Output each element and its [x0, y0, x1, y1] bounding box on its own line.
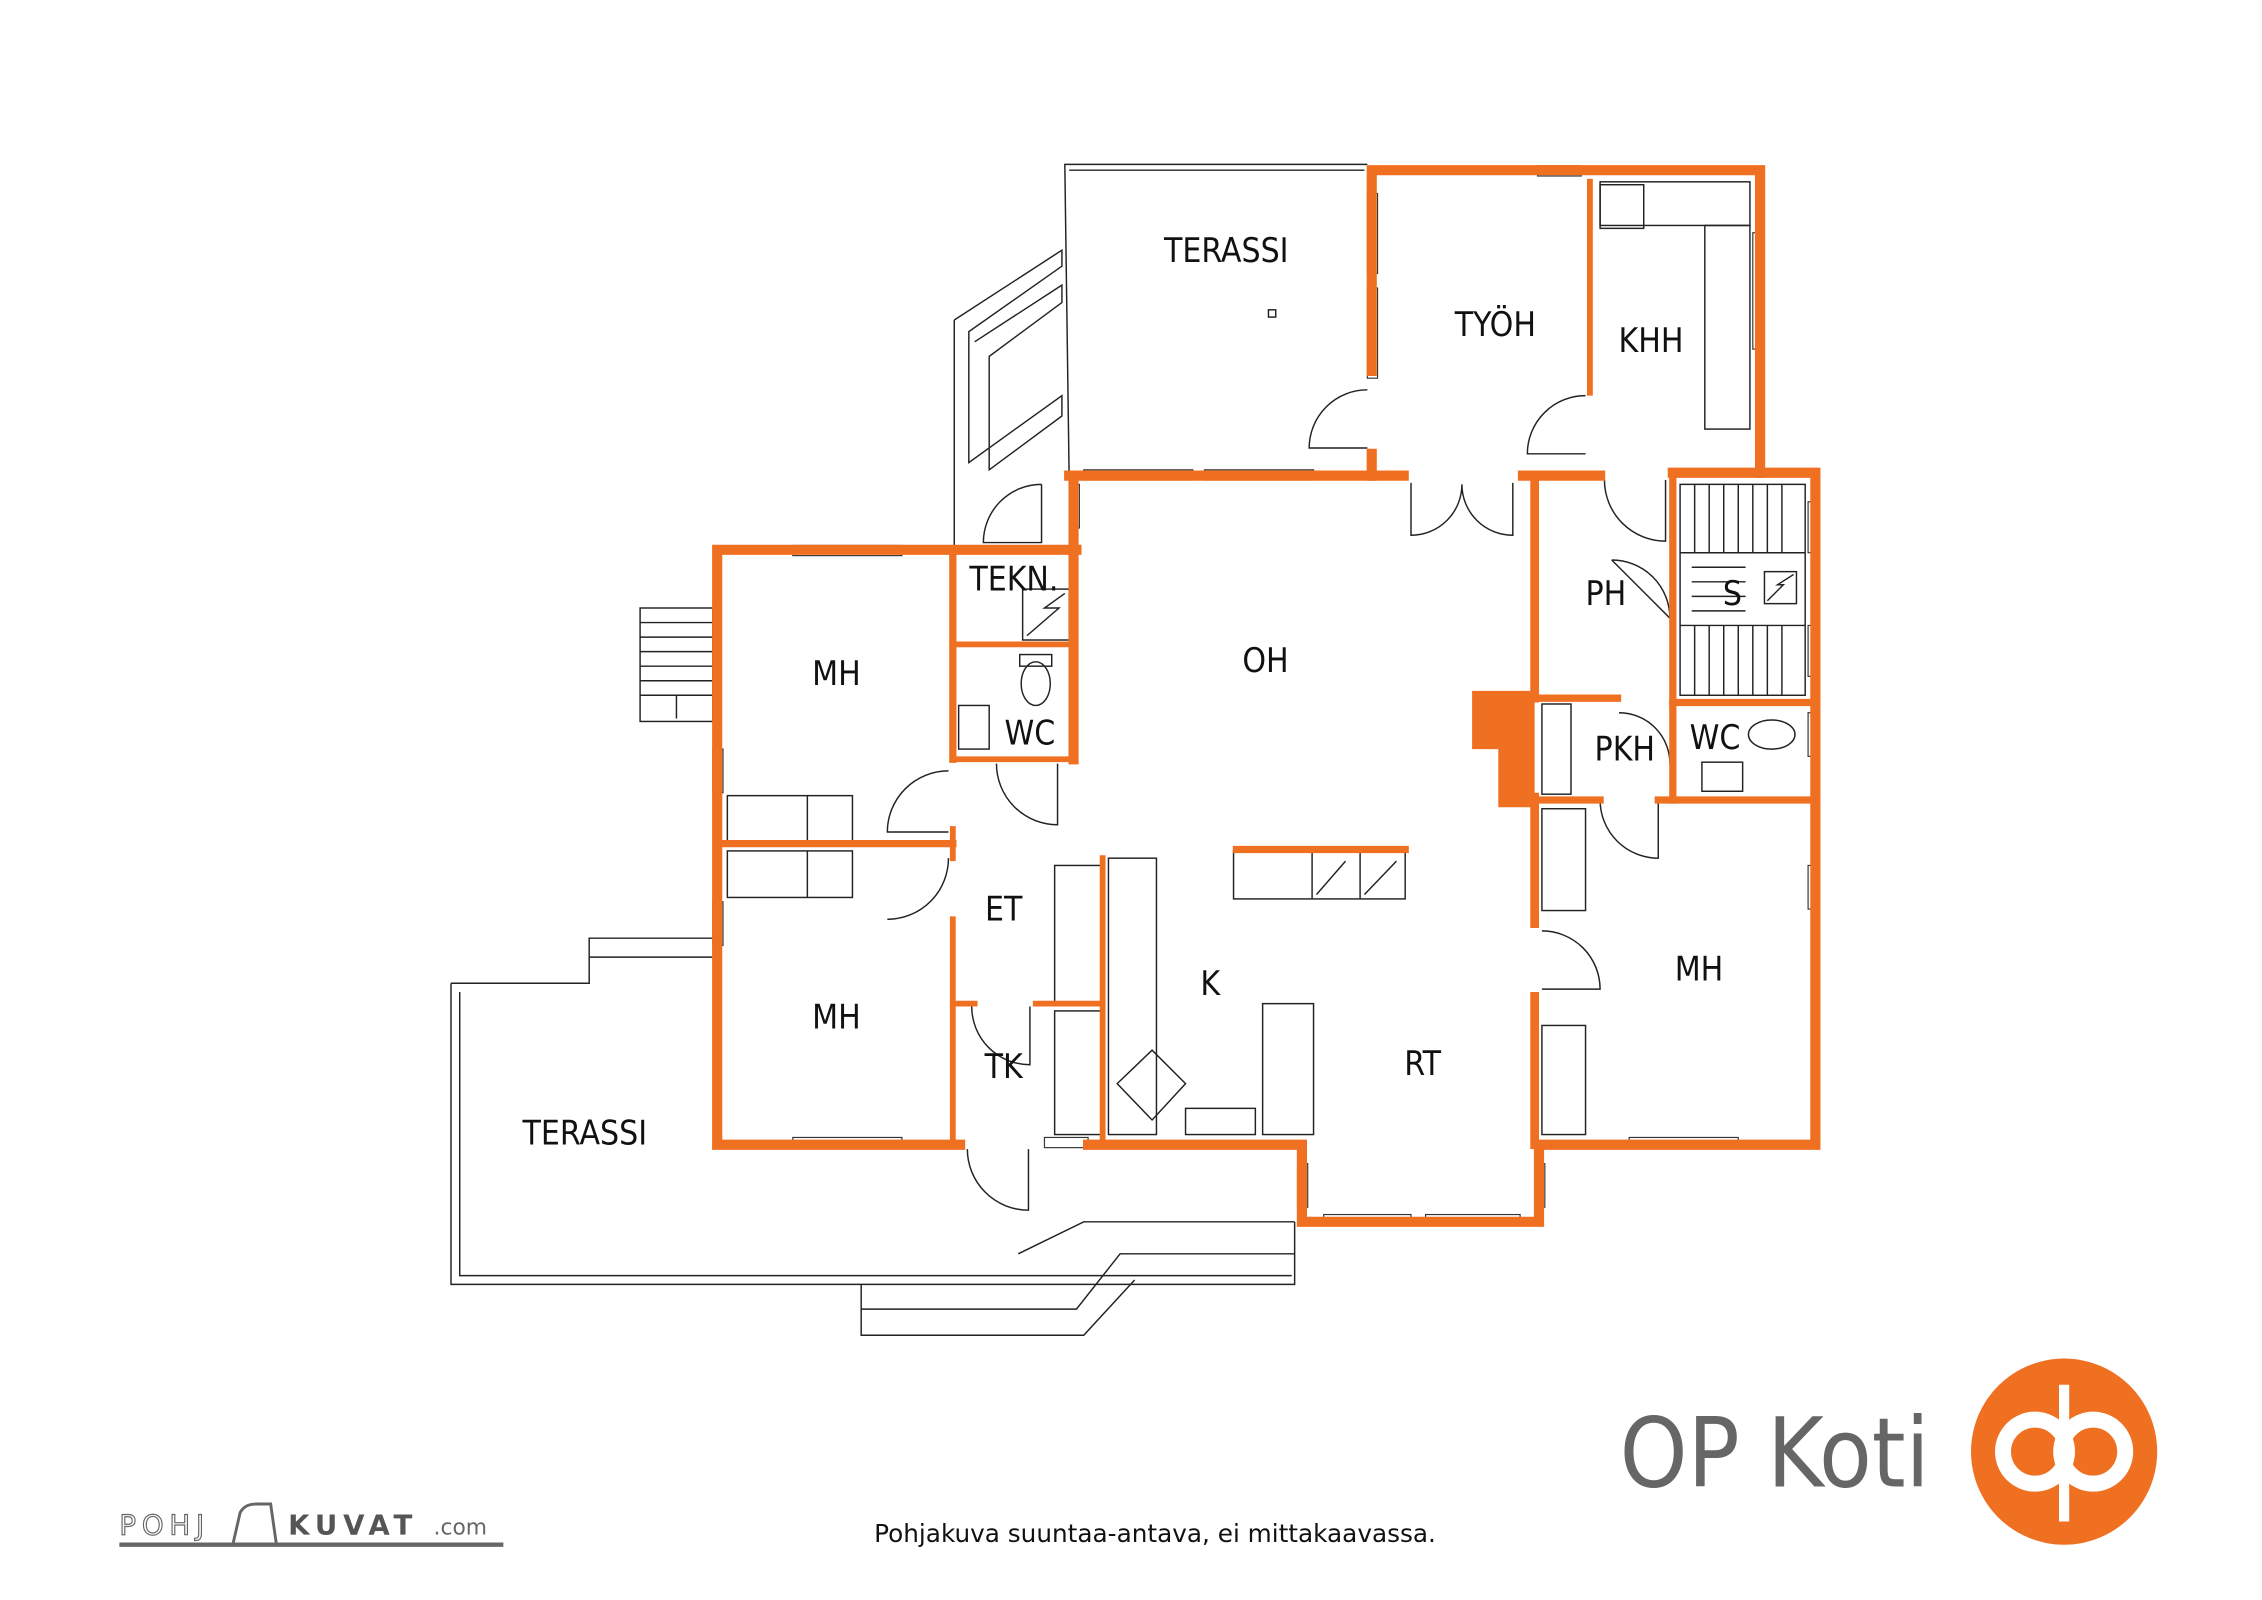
stairs: [1679, 483, 1806, 696]
svg-text:.com: .com: [434, 1516, 487, 1541]
room-label-terassi-bottom: TERASSI: [522, 1114, 648, 1153]
room-label-k: K: [1200, 964, 1221, 1003]
svg-text:KUVAT: KUVAT: [288, 1509, 418, 1542]
room-label-mh-right: MH: [1675, 949, 1724, 988]
pohjakuvat-logo: POHJ KUVAT .com: [119, 1502, 504, 1547]
brand-name: OP Koti: [1620, 1398, 1930, 1510]
disclaimer: Pohjakuva suuntaa-antava, ei mittakaavas…: [874, 1519, 1436, 1548]
room-labels: TERASSI TYÖH KHH TEKN. WC MH MH OH PH S …: [522, 231, 1742, 1153]
room-label-tekn: TEKN.: [968, 560, 1058, 599]
room-label-pkh: PKH: [1595, 730, 1656, 769]
svg-text:POHJ: POHJ: [119, 1509, 210, 1542]
room-label-terassi-top: TERASSI: [1163, 231, 1289, 270]
room-label-mh-top-left: MH: [812, 654, 861, 693]
room-label-s: S: [1723, 574, 1742, 613]
room-label-tyoh: TYÖH: [1454, 304, 1536, 344]
room-label-tk: TK: [984, 1047, 1024, 1086]
room-label-rt: RT: [1404, 1044, 1441, 1083]
room-label-mh-bottom-left: MH: [812, 997, 861, 1036]
walls: [712, 165, 1821, 1227]
room-label-khh: KHH: [1619, 321, 1684, 360]
terrace-outlines: [450, 163, 1368, 1336]
room-label-wc-right: WC: [1690, 718, 1741, 757]
op-logo: [1971, 1358, 2158, 1545]
room-label-wc-left: WC: [1005, 714, 1056, 753]
room-label-oh: OH: [1242, 641, 1288, 680]
room-label-et: ET: [985, 890, 1023, 929]
room-label-ph: PH: [1586, 574, 1627, 613]
